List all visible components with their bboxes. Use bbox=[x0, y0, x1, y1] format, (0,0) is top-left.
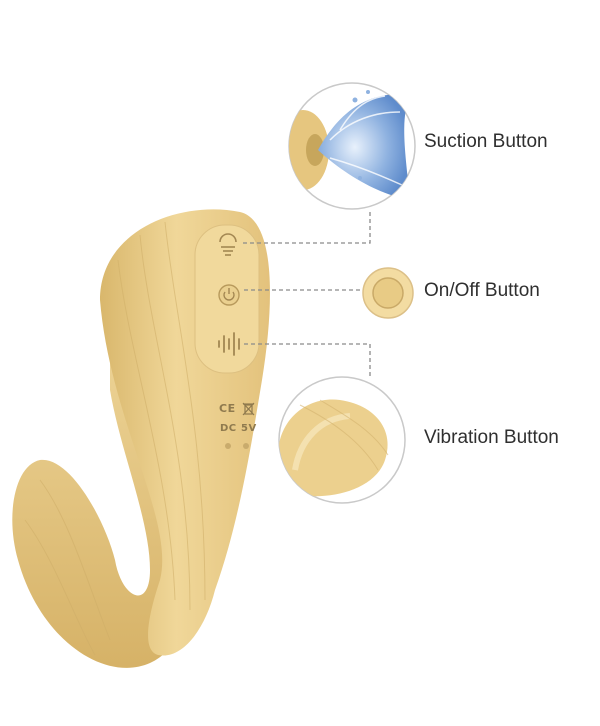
suction-button-label: Suction Button bbox=[424, 131, 548, 152]
vibration-tip bbox=[279, 399, 388, 497]
onoff-callout bbox=[362, 267, 414, 319]
dc-marking: DC bbox=[220, 423, 237, 434]
charging-pin bbox=[243, 443, 249, 449]
dustbin-icon bbox=[242, 402, 255, 416]
suction-icon bbox=[219, 233, 237, 256]
device-tail bbox=[12, 260, 193, 668]
vibration-button-label: Vibration Button bbox=[424, 427, 559, 448]
onoff-button-label: On/Off Button bbox=[424, 280, 540, 301]
leader-suction bbox=[243, 210, 371, 244]
vibration-callout bbox=[278, 376, 406, 504]
charging-pin bbox=[225, 443, 231, 449]
leader-vibration bbox=[244, 343, 371, 378]
device-body bbox=[12, 209, 270, 668]
power-button[interactable] bbox=[218, 284, 240, 306]
water-swirl bbox=[318, 94, 410, 200]
ce-marking: CE bbox=[219, 402, 236, 415]
power-button-closeup bbox=[372, 277, 404, 309]
leader-lines bbox=[243, 210, 371, 378]
suction-callout bbox=[288, 82, 416, 210]
voltage-marking: 5V bbox=[241, 423, 257, 434]
vibration-icon bbox=[218, 332, 240, 356]
